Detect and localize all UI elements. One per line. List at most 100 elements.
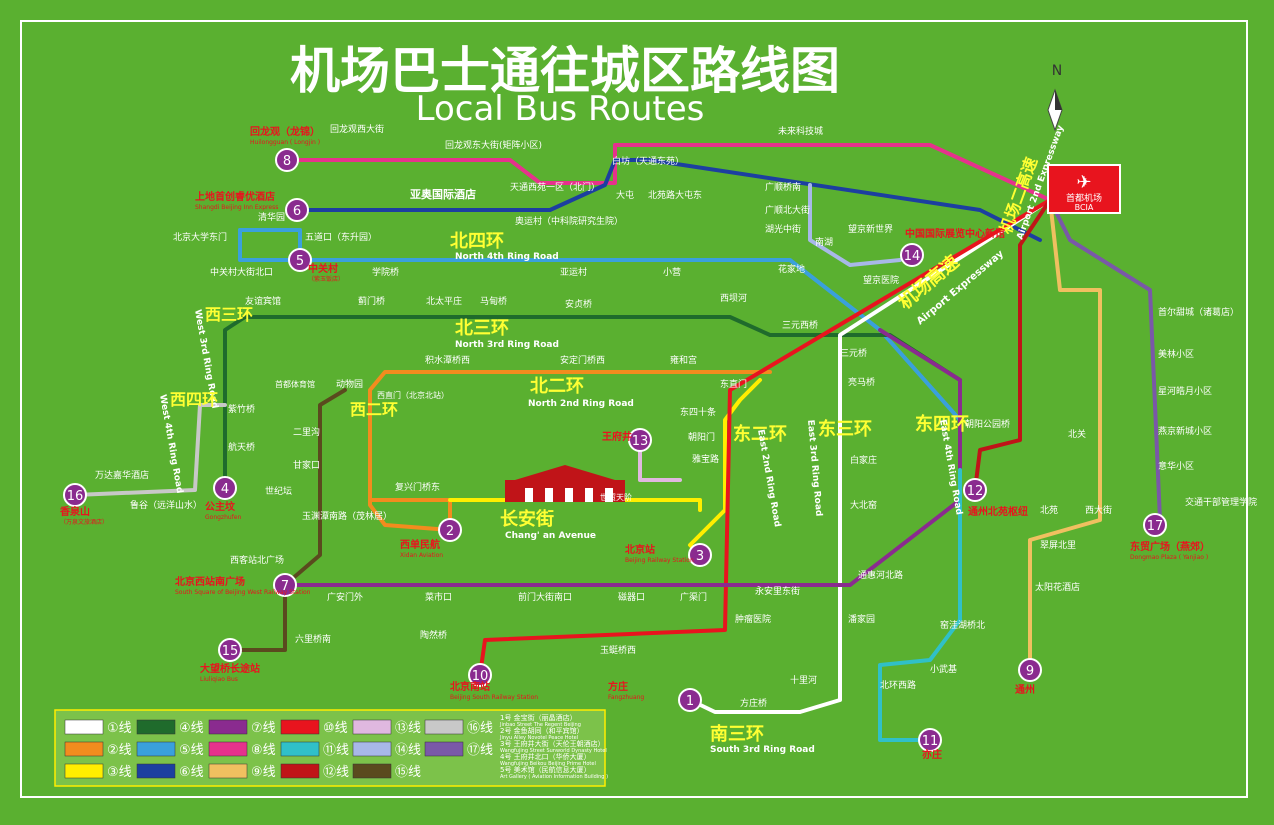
stop-label: 奥运村（中科院研究生院） [515, 215, 623, 227]
line13-stop-en: Wangfujing Beikou Beijing Prime Hotel [500, 761, 596, 767]
stop-label: 中关村大街北口 [210, 266, 273, 278]
legend-label: ⑤线 [179, 743, 204, 758]
road-north3-en: North 3rd Ring Road [455, 340, 559, 350]
stop-label: 南湖 [815, 236, 833, 248]
legend-label: ④线 [179, 721, 204, 736]
stop-label: 回龙观东大街(矩阵小区) [445, 139, 542, 151]
legend-swatch [208, 763, 248, 779]
stop-label: 肿瘤医院 [735, 613, 771, 625]
route-terminal-label: 大望桥长途站 [200, 662, 260, 675]
stop-label: 交通干部管理学院 [1185, 496, 1257, 508]
legend-label: ⑩线 [323, 721, 348, 736]
legend-swatch [64, 719, 104, 735]
line13-stop: 3号 王府井大街（天伦王朝酒店） [500, 739, 605, 748]
stop-label: 广顺北大街 [765, 204, 810, 216]
legend-swatch [64, 741, 104, 757]
stop-label: 大屯 [616, 189, 634, 201]
stop-label: 北太平庄 [426, 295, 462, 307]
stop-label: 五道口（东升园） [305, 231, 377, 243]
route-badge-number: 3 [696, 549, 704, 564]
route-line-6 [295, 158, 1042, 242]
stop-label: 世贸天阶 [600, 492, 632, 502]
stop-label: 西客站北广场 [230, 554, 284, 566]
stop-label: 回龙观西大街 [330, 123, 384, 135]
legend-label: ⑭线 [395, 743, 421, 758]
stop-label: 安贞桥 [565, 298, 592, 310]
route-terminal-label-en: Gongzhufen [205, 514, 241, 521]
stop-label: 十里河 [790, 674, 817, 686]
route-badge-number: 4 [221, 482, 229, 497]
stop-label: 首尔甜城（诸葛店） [1158, 306, 1239, 318]
route-line-12 [973, 198, 1052, 492]
stop-label: 湖光中街 [765, 223, 801, 235]
stop-label: 翠屏北里 [1040, 540, 1076, 551]
tiananmen-gate-icon [505, 465, 625, 502]
route-terminal-label: 公主坟 [205, 500, 235, 513]
route-terminal-label: 中关村 [308, 262, 338, 275]
stop-label: 西大街 [1085, 504, 1112, 516]
route-badge-number: 14 [904, 249, 921, 264]
route-terminal-label: 亦庄 [922, 748, 942, 761]
route-terminal-label-en: （万泉文旅酒店） [60, 518, 108, 526]
road-west4-cn: 西四环 [170, 390, 218, 409]
route-line-14 [808, 183, 902, 267]
legend-item-15: ⑮线 [352, 763, 421, 780]
legend-item-3: ③线 [64, 763, 132, 780]
stop-label: 动物园 [336, 378, 363, 390]
route-terminal-label: 中国国际展览中心新馆 [905, 227, 1005, 240]
airport-box[interactable]: ✈ 首都机场 BCIA [1047, 164, 1121, 214]
legend-swatch [208, 741, 248, 757]
stop-label: 未来科技城 [778, 125, 823, 137]
route-badge-9[interactable]: 9通州 [1015, 658, 1042, 696]
route-terminal-label: 北京西站南广场 [175, 575, 245, 588]
route-badge-number: 16 [67, 489, 84, 504]
legend-swatch [424, 741, 464, 757]
route-line-3 [688, 378, 762, 557]
stop-label: 积水潭桥西 [425, 354, 470, 366]
route-terminal-label: 通州 [1015, 684, 1035, 696]
legend-item-4: ④线 [136, 719, 204, 736]
route-terminal-label-en: Dongmao Plaza ( Yanjiao ) [1130, 554, 1208, 561]
route-terminal-label-en: Beijing South Railway Station [450, 694, 538, 701]
line13-stop-en: Wangfujing Street Sunworld Dynasty Hotel [500, 748, 607, 754]
legend-swatch [280, 763, 320, 779]
road-south3-en: South 3rd Ring Road [710, 745, 815, 755]
compass-icon: N [1047, 63, 1063, 132]
stop-label: 六里桥南 [295, 633, 331, 645]
legend-item-11: ⑪线 [280, 741, 349, 758]
stop-label: 广安门外 [327, 591, 363, 603]
route-badge-14[interactable]: 14 中国国际展览中心新馆 [900, 227, 1005, 267]
route-terminal-label-en: Huilongguan ( Longjin ) [250, 139, 320, 146]
legend-label: ⑧线 [251, 743, 276, 758]
stop-label: 甘家口 [293, 459, 320, 471]
stop-label: 小武基 [930, 663, 957, 675]
legend-item-16: ⑯线 [424, 719, 493, 736]
route-badge-number: 1 [686, 694, 694, 709]
line13-stop: 5号 美术馆（民航信息大厦） [500, 765, 591, 774]
stop-label: 北环西路 [880, 679, 916, 691]
legend-label: ②线 [107, 743, 132, 758]
stop-label: 首都体育馆 [275, 379, 315, 389]
stop-label: 万达嘉华酒店 [95, 469, 149, 481]
road-east2-cn: 东二环 [733, 423, 787, 445]
legend-swatch [136, 763, 176, 779]
road-south3-cn: 南三环 [710, 723, 764, 745]
route-terminal-label: 香泉山 [60, 505, 90, 518]
stop-label: 玉渊潭南路（茂林居） [302, 510, 392, 522]
legend-swatch [352, 719, 392, 735]
